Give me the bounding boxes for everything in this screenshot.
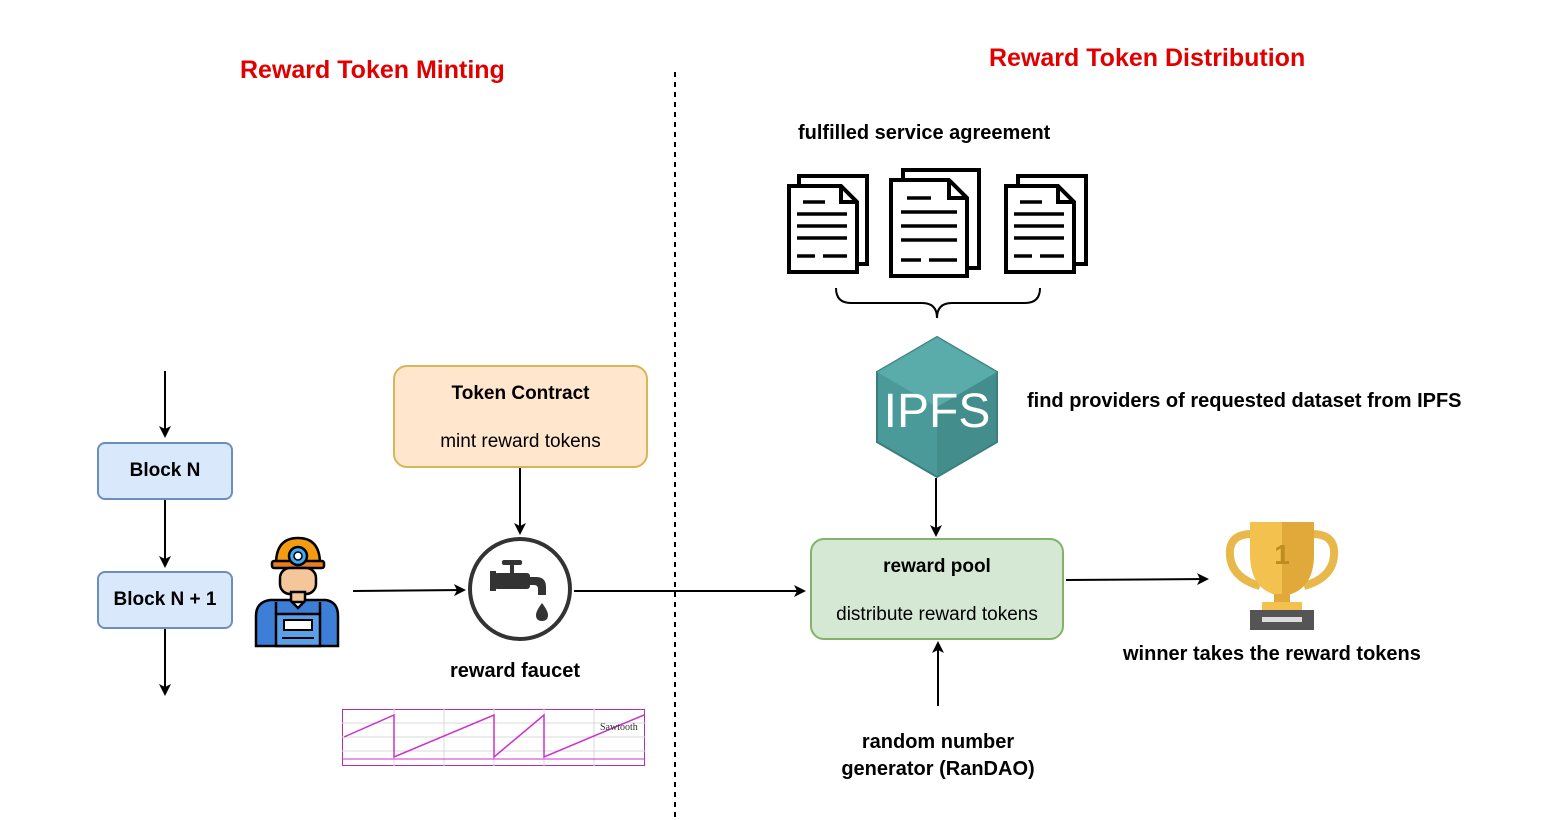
arrow-miner-to-faucet: [352, 584, 466, 597]
minting-section-title: Reward Token Minting: [240, 56, 505, 84]
token-contract-title: Token Contract: [451, 383, 590, 404]
miner-icon: [254, 536, 340, 648]
distribution-section-title: Reward Token Distribution: [989, 44, 1306, 72]
document-icon: [889, 168, 981, 278]
ipfs-logo: IPFS: [876, 335, 998, 479]
sawtooth-waveform: Sawtooth: [342, 709, 645, 766]
document-icon: [1004, 174, 1088, 274]
block-n-plus-1-label: Block N + 1: [113, 589, 217, 610]
agreement-brace: [835, 287, 1041, 319]
agreement-label: fulfilled service agreement: [798, 122, 1051, 144]
trophy-number: 1: [1274, 539, 1290, 570]
block-n: Block N: [97, 442, 233, 500]
rng-label: random number generator (RanDAO): [832, 729, 1044, 783]
block-n-plus-1: Block N + 1: [97, 571, 233, 629]
ipfs-logo-text: IPFS: [884, 385, 991, 438]
token-contract-subtitle: mint reward tokens: [440, 431, 601, 452]
block-n-label: Block N: [129, 460, 201, 481]
rng-label-line2: generator (RanDAO): [841, 758, 1035, 780]
winner-label: winner takes the reward tokens: [1123, 643, 1421, 665]
arrow-pool-to-winner: [1065, 573, 1209, 586]
reward-pool-box: reward pool distribute reward tokens: [810, 538, 1064, 640]
reward-faucet-label: reward faucet: [450, 660, 581, 682]
reward-pool-subtitle: distribute reward tokens: [836, 604, 1038, 625]
token-contract-box: Token Contract mint reward tokens: [393, 365, 648, 468]
rng-label-line1: random number: [861, 731, 1015, 753]
ipfs-label: find providers of requested dataset from…: [1027, 390, 1462, 412]
reward-pool-title: reward pool: [883, 556, 991, 577]
sawtooth-label: Sawtooth: [600, 722, 638, 733]
faucet-icon: [468, 537, 572, 641]
document-icon: [787, 174, 869, 274]
trophy-icon: 1: [1225, 522, 1339, 630]
